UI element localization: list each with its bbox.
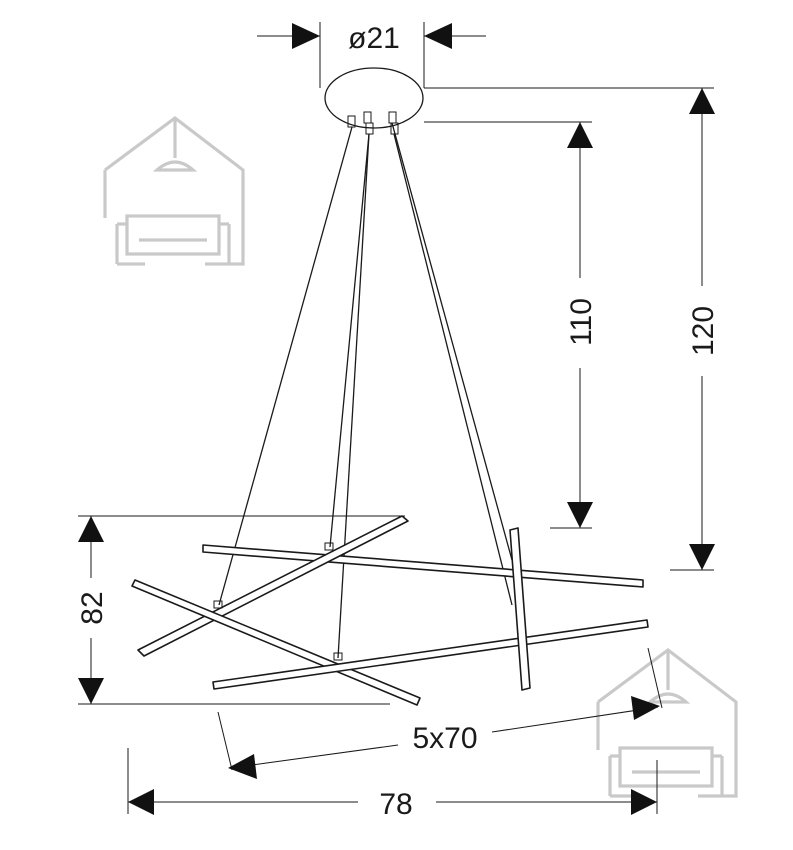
bars-length-label: 5x70 [412, 722, 477, 755]
led-bars [131, 515, 649, 706]
canopy-diameter-label: ø21 [348, 22, 400, 55]
ceiling-canopy [324, 67, 424, 135]
overall-width-label: 78 [379, 788, 412, 821]
led-bar [131, 579, 421, 706]
bar-connectors [213, 542, 343, 661]
house-with-sofa-icon [596, 647, 738, 798]
fixture-height-label: 82 [76, 591, 109, 624]
suspension-height-label: 110 [565, 298, 598, 346]
cable-grip [347, 111, 399, 135]
house-with-sofa-icon [103, 115, 245, 266]
led-bar [202, 544, 644, 588]
fixture-height-dimension: 82 [76, 515, 405, 705]
total-height-dimension: 120 [424, 87, 720, 571]
total-height-label: 120 [687, 306, 720, 356]
suspension-cables [218, 122, 513, 659]
suspension-height-dimension: 110 [424, 121, 598, 529]
led-bar [509, 527, 531, 691]
bars-length-dimension: 5x70 [217, 647, 663, 779]
overall-width-dimension: 78 [127, 748, 658, 821]
led-bar [212, 619, 649, 690]
led-bar [137, 515, 409, 657]
canopy-diameter-dimension: ø21 [257, 22, 486, 88]
